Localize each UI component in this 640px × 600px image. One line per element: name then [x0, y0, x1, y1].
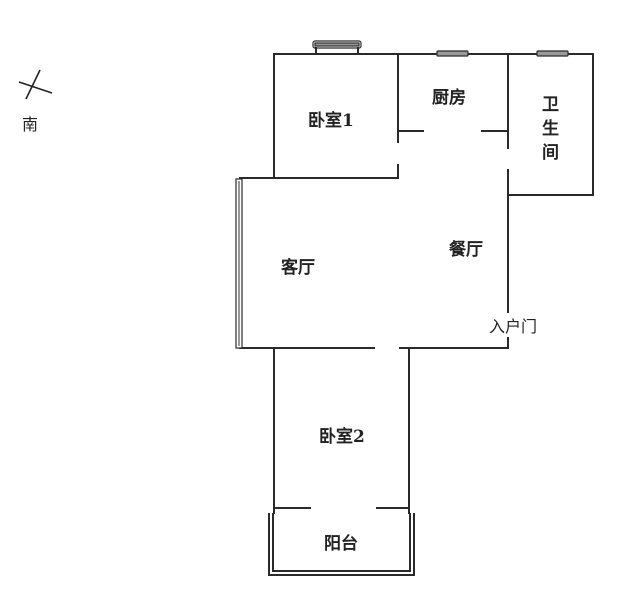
bathroom-label-1: 卫 [542, 95, 559, 115]
balcony-label: 阳台 [324, 533, 358, 554]
entrance-label: 入户门 [489, 317, 537, 336]
bedroom2-label: 卧室2 [319, 426, 365, 447]
dining-room-label: 餐厅 [449, 239, 483, 260]
bathroom-label-2: 生 [542, 118, 559, 139]
compass-south-label: 南 [22, 115, 38, 134]
balcony-walls [268, 513, 415, 576]
bathroom-window [536, 50, 569, 57]
living-room-label: 客厅 [280, 257, 315, 278]
bedroom2-walls [273, 347, 410, 514]
bedroom1-label: 卧室1 [308, 110, 354, 131]
kitchen-window [436, 50, 469, 57]
living-room-window [235, 178, 243, 349]
kitchen-label: 厨房 [432, 87, 466, 108]
bedroom1-walls [239, 53, 594, 179]
compass-cross-icon [18, 69, 53, 100]
living-dining-walls [239, 194, 509, 349]
kitchen-bath-walls [481, 53, 594, 196]
bathroom-label-3: 间 [542, 142, 559, 163]
bedroom1-bay-window [312, 40, 362, 55]
